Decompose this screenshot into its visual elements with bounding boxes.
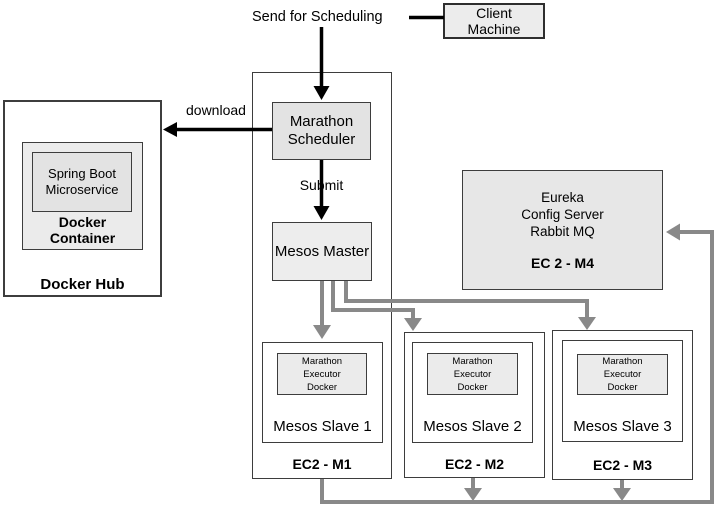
- marathon-scheduler-node: Marathon Scheduler: [272, 102, 371, 160]
- client-machine-label-line1: Client: [476, 5, 512, 21]
- marathon-executor-2-node: Marathon Executor Docker: [427, 353, 518, 395]
- arrowhead-m3-bus: [613, 488, 631, 501]
- ec2-m2-label: EC2 - M2: [444, 456, 505, 472]
- arrowhead-into-eureka: [666, 223, 680, 241]
- mesos-master-node: Mesos Master: [272, 222, 372, 281]
- ec2-m3-label: EC2 - M3: [592, 457, 653, 473]
- client-machine-label-line2: Machine: [467, 21, 521, 37]
- spring-boot-node: Spring Boot Microservice: [32, 152, 132, 212]
- arrowhead-download: [163, 122, 177, 137]
- ec2-m1-label: EC2 - M1: [292, 456, 352, 472]
- eureka-config-node: Eureka Config Server Rabbit MQ EC 2 - M4: [462, 170, 663, 290]
- download-label: download: [186, 102, 246, 118]
- eureka-label: Eureka: [541, 190, 584, 205]
- config-server-label: Config Server: [521, 207, 604, 222]
- docker-hub-label: Docker Hub: [40, 276, 125, 293]
- spring-boot-label-line1: Spring Boot: [48, 166, 116, 181]
- arrowhead-m2-bus: [464, 488, 482, 501]
- submit-label: Submit: [299, 177, 344, 193]
- mesos-slave-1-label: Mesos Slave 1: [273, 418, 372, 435]
- arrowhead-slave3: [578, 317, 596, 330]
- send-for-scheduling-label: Send for Scheduling: [252, 9, 383, 25]
- rabbit-mq-label: Rabbit MQ: [530, 224, 595, 239]
- client-machine-node: Client Machine: [443, 3, 545, 39]
- arrowhead-slave2: [404, 318, 422, 331]
- marathon-executor-3-node: Marathon Executor Docker: [577, 354, 668, 395]
- docker-container-label: Docker Container: [49, 214, 116, 246]
- ec2-m4-label: EC 2 - M4: [530, 255, 594, 271]
- mesos-slave-3-label: Mesos Slave 3: [573, 418, 672, 435]
- spring-boot-label-line2: Microservice: [45, 182, 119, 197]
- mesos-slave-2-label: Mesos Slave 2: [423, 418, 522, 435]
- marathon-scheduler-label-line2: Scheduler: [287, 131, 356, 148]
- marathon-executor-1-node: Marathon Executor Docker: [277, 353, 367, 395]
- marathon-scheduler-label-line1: Marathon: [289, 113, 354, 130]
